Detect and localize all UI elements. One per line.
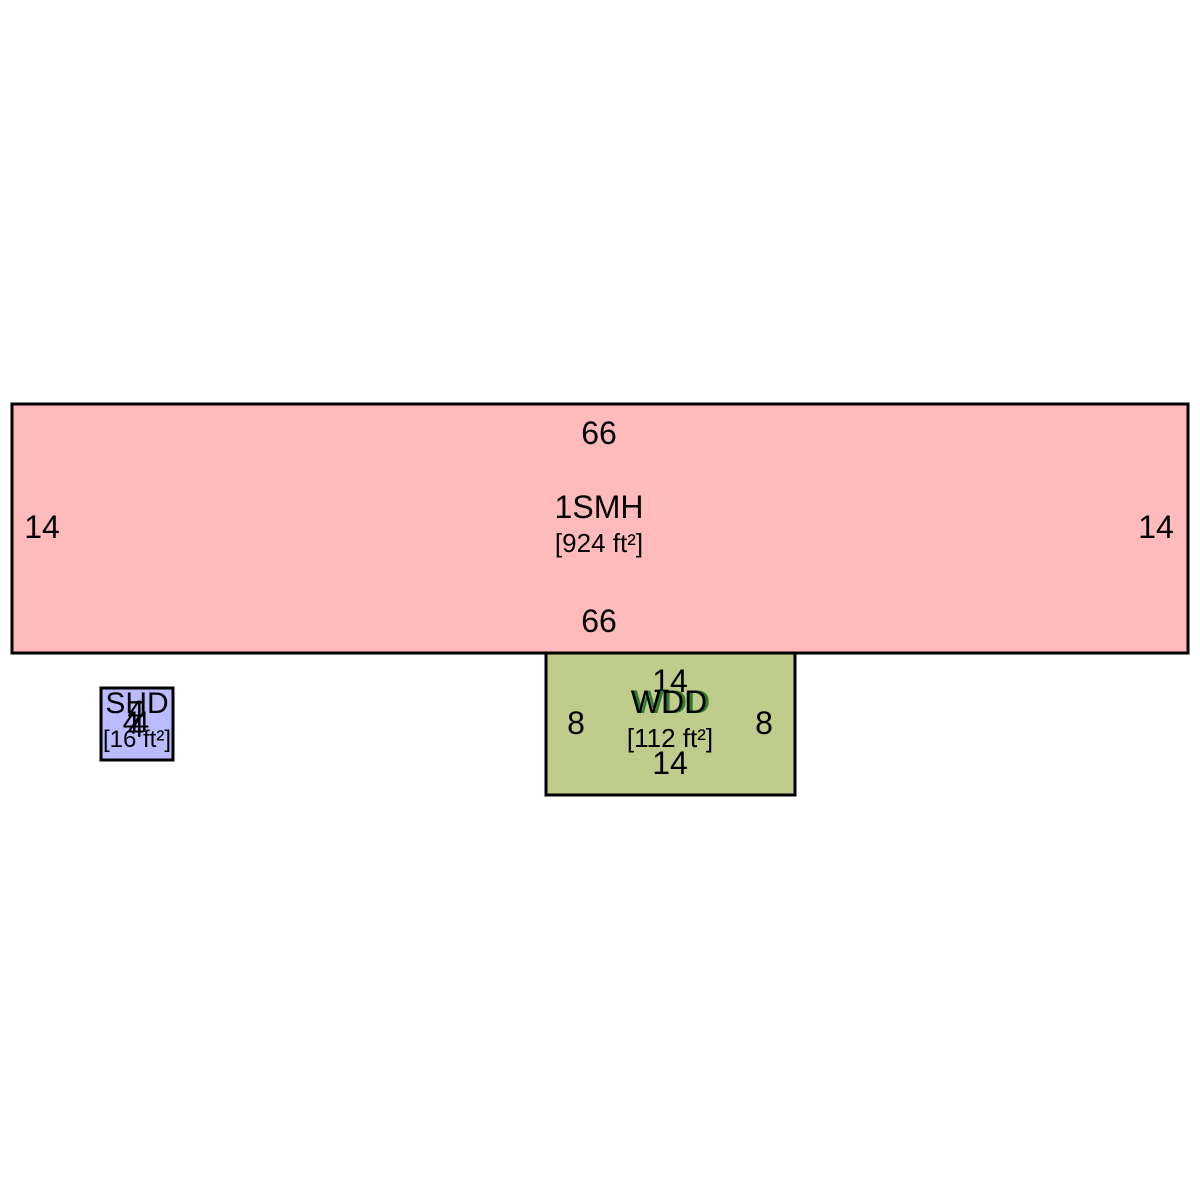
area-1smh-shape[interactable] (10, 402, 1190, 655)
area-1smh-code: 1SMH (555, 489, 644, 525)
area-shd-dim-right: 4 (133, 706, 150, 739)
area-wdd-shape[interactable] (544, 651, 797, 797)
area-shd-dim-left: 4 (123, 706, 140, 739)
area-wdd-code: WDD (631, 684, 707, 720)
area-shd-shape[interactable] (99, 686, 175, 762)
area-wdd-overlay-code: WDD (634, 684, 710, 720)
area-wdd-dim-bottom: 14 (652, 745, 688, 781)
area-1smh-dim-left: 14 (24, 509, 60, 545)
area-shd-area: [16 ft²] (103, 726, 171, 753)
area-1smh-dim-top: 66 (581, 415, 617, 451)
area-shd-dim-bottom: 4 (128, 711, 145, 744)
area-wdd-dim-left: 8 (567, 705, 585, 741)
area-1smh-dim-right: 14 (1138, 509, 1174, 545)
area-shd[interactable]: 4 4 4 4 SHD [16 ft²] (99, 686, 175, 762)
area-wdd-dim-top: 14 (652, 663, 688, 699)
area-wdd-area: [112 ft²] (627, 723, 713, 753)
area-shd-dim-top: 4 (128, 695, 145, 728)
area-1smh-area: [924 ft²] (555, 528, 643, 558)
area-wdd[interactable]: 14 WDD WDD [112 ft²] 8 8 14 (544, 651, 797, 797)
area-1smh-dim-bottom: 66 (581, 603, 617, 639)
area-1smh[interactable]: 66 1SMH [924 ft²] 14 14 66 (10, 402, 1190, 655)
area-wdd-dim-right: 8 (755, 705, 773, 741)
area-shd-code: SHD (105, 687, 168, 720)
